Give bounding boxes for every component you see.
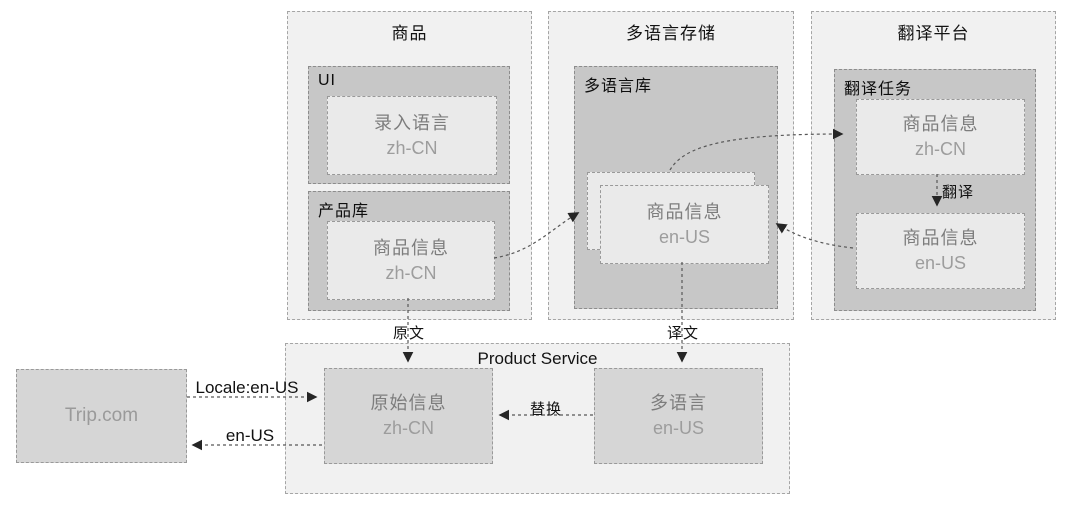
container-storage-title: 多语言存储 [626,24,716,43]
container-product-title: 商品 [391,24,428,43]
group-ui: UI 录入语言 zh-CN [308,66,510,184]
node-original-info-locale: zh-CN [382,418,434,438]
node-task-source-name: 商品信息 [902,114,979,134]
container-product-service-title: Product Service [477,349,598,368]
node-tripcom-label: Trip.com [64,405,139,426]
node-entry-language-locale: zh-CN [386,137,438,158]
edge-label-replace: 替换 [529,401,563,418]
node-task-source-locale: zh-CN [914,139,966,159]
group-multilingual-db: 多语言库 商品信息 en-US [574,66,778,309]
node-multilingual: 多语言 en-US [594,368,763,464]
node-original-info-name: 原始信息 [370,393,447,413]
node-product-info-zhcn: 商品信息 zh-CN [327,221,495,300]
container-product: 商品 UI 录入语言 zh-CN 产品库 商品信息 zh-CN [287,11,532,320]
container-translation-title: 翻译平台 [897,24,970,43]
group-translation-task: 翻译任务 商品信息 zh-CN 商品信息 en-US [834,69,1036,311]
node-entry-language-name: 录入语言 [374,112,450,133]
node-task-result-locale: en-US [914,253,967,273]
node-multilingual-locale: en-US [652,418,705,438]
group-ui-label: UI [318,72,336,89]
node-task-result-name: 商品信息 [902,228,979,248]
edge-label-source-text: 原文 [392,325,426,342]
group-multilingual-db-label: 多语言库 [584,78,653,95]
node-original-info: 原始信息 zh-CN [324,368,493,464]
node-product-info-zhcn-name: 商品信息 [373,237,449,258]
group-product-db: 产品库 商品信息 zh-CN [308,191,510,311]
node-product-info-enus-locale: en-US [658,226,711,247]
edge-label-translated-text: 译文 [666,325,700,342]
container-translation: 翻译平台 翻译任务 商品信息 zh-CN 商品信息 en-US [811,11,1056,320]
edge-label-locale-request: Locale:en-US [195,378,299,397]
group-translation-task-label: 翻译任务 [844,81,913,98]
container-storage: 多语言存储 多语言库 商品信息 en-US [548,11,794,320]
node-product-info-zhcn-locale: zh-CN [385,262,437,283]
node-product-info-enus-name: 商品信息 [646,201,723,222]
node-multilingual-name: 多语言 [650,393,707,413]
node-task-result: 商品信息 en-US [856,213,1025,289]
node-entry-language: 录入语言 zh-CN [327,96,497,175]
container-product-service: Product Service 原始信息 zh-CN 多语言 en-US [285,343,790,494]
group-product-db-label: 产品库 [318,203,370,220]
node-task-source: 商品信息 zh-CN [856,99,1025,175]
node-tripcom: Trip.com [16,369,187,463]
edge-label-locale-response: en-US [225,426,275,445]
node-product-info-enus-card: 商品信息 en-US [600,185,769,264]
edge-label-translate: 翻译 [941,184,975,201]
